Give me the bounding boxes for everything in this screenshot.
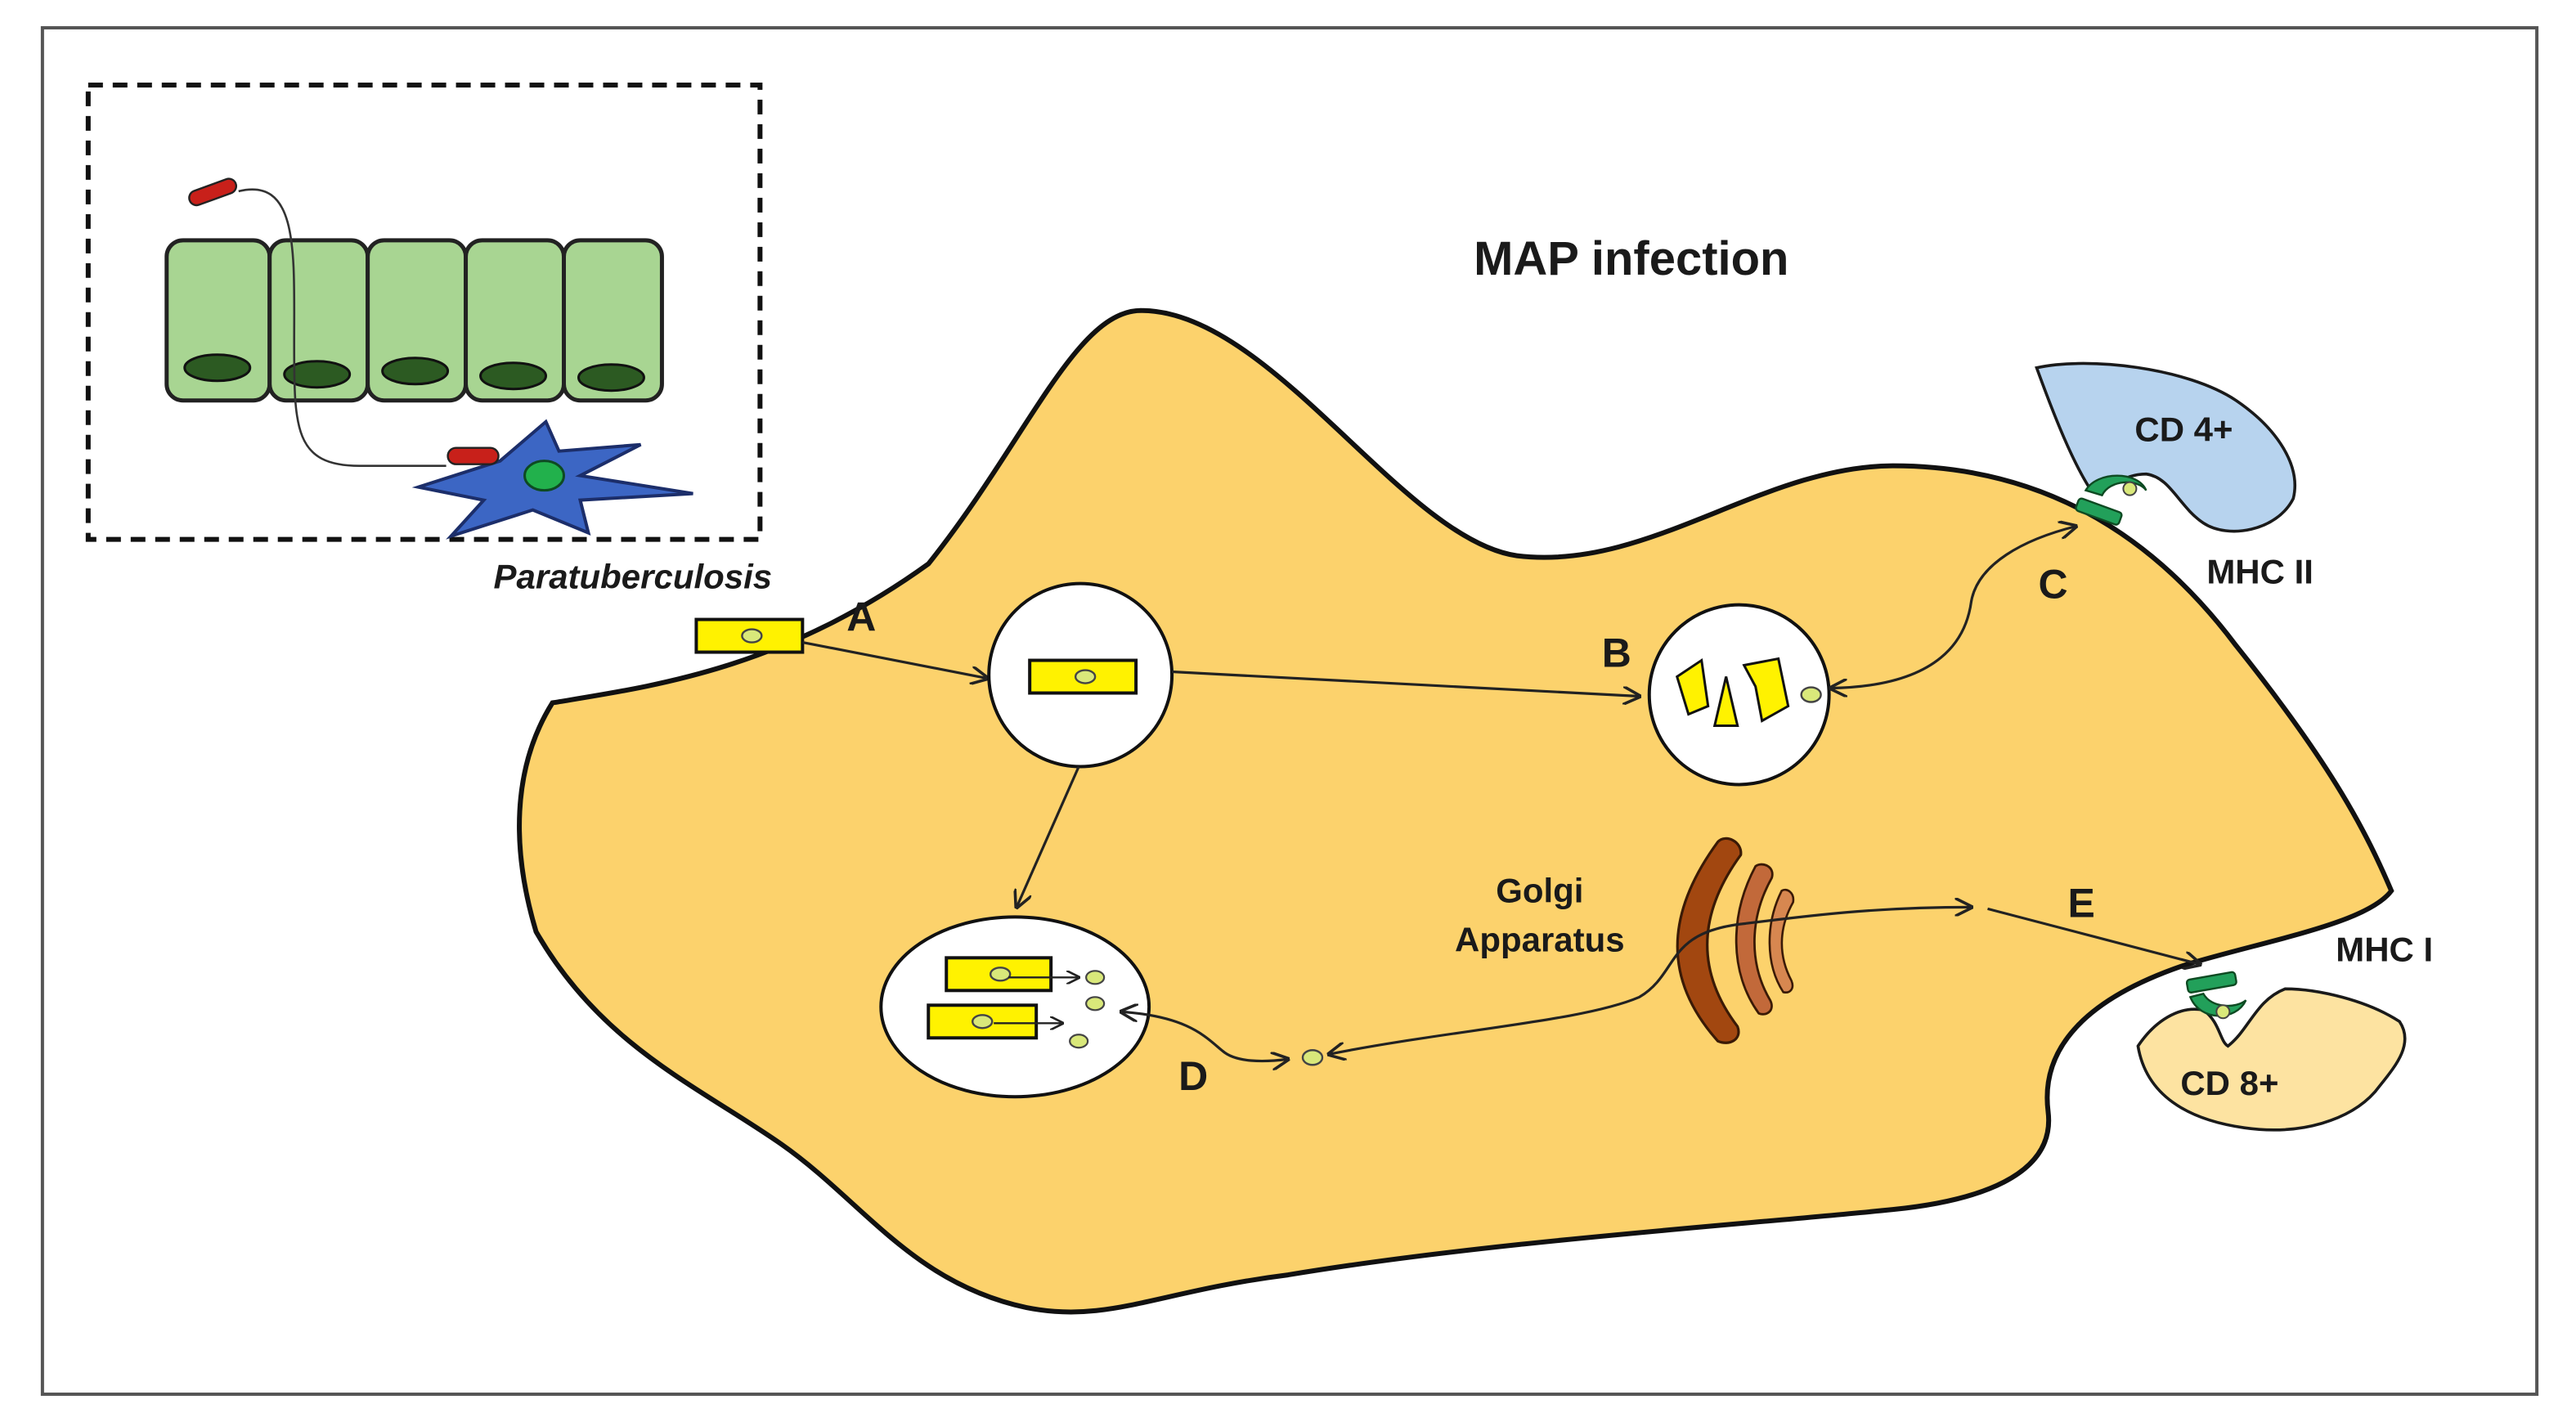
bacterium-path-line <box>238 188 447 467</box>
step-label-d: D <box>1178 1053 1208 1099</box>
mhc2-receptor-icon <box>2075 474 2147 526</box>
golgi-label-line2: Apparatus <box>1455 920 1625 958</box>
inset-label: Paratuberculosis <box>494 558 773 596</box>
cd8-label: CD 8+ <box>2180 1064 2278 1102</box>
bacterium-icon <box>694 617 805 654</box>
antigen-peptide <box>1085 970 1106 985</box>
epithelial-nucleus <box>577 363 645 393</box>
epithelial-nucleus <box>283 360 352 389</box>
arrow-to-phagolysosome <box>1171 670 1640 697</box>
bacterium-red-icon <box>447 446 500 465</box>
bacterium-inclusion <box>741 628 763 644</box>
step-label-c: C <box>2038 562 2067 608</box>
bacterium-inclusion <box>972 1014 994 1029</box>
uptake-arrow <box>802 640 987 679</box>
bacterium-inclusion <box>990 967 1012 982</box>
cytosol-transport-arrow <box>1121 1012 1288 1061</box>
inset-panel <box>85 82 763 542</box>
antigen-peptide <box>1085 996 1106 1012</box>
mhc1-label: MHC I <box>2336 930 2433 968</box>
antigen-peptide <box>1800 686 1822 703</box>
mhc2-label: MHC II <box>2206 553 2313 591</box>
bacterium-fragment <box>1675 657 1710 716</box>
step-label-a: A <box>846 594 876 640</box>
antigen-peptide <box>1069 1034 1089 1049</box>
epithelial-nucleus <box>479 361 548 391</box>
dendritic-cell-nucleus <box>523 460 566 492</box>
golgi-label-line1: Golgi <box>1496 871 1583 909</box>
mhc2-transport-arrow <box>1831 527 2076 689</box>
bacterium-red-icon <box>188 177 238 207</box>
epithelial-nucleus <box>183 353 252 383</box>
epithelial-nucleus <box>381 357 450 386</box>
bacterium-fragment <box>1742 657 1790 723</box>
epithelial-cell-layer <box>164 238 664 403</box>
golgi-transport-arrow <box>1329 907 1972 1054</box>
mhc1-transport-arrow <box>1987 907 2201 964</box>
antigen-peptide <box>1301 1049 1324 1066</box>
epithelial-cell <box>562 238 664 403</box>
cd8-t-cell <box>2136 987 2407 1132</box>
step-label-b: B <box>1602 630 1631 676</box>
cd4-label: CD 4+ <box>2134 410 2233 449</box>
step-label-e: E <box>2067 880 2094 926</box>
mhc1-receptor-icon <box>2185 971 2247 1020</box>
bacterium-inclusion <box>1074 669 1097 684</box>
diagram-title: MAP infection <box>1474 233 1788 285</box>
arrow-to-vacuole <box>1016 765 1080 907</box>
bacterium-fragment <box>1712 676 1739 727</box>
